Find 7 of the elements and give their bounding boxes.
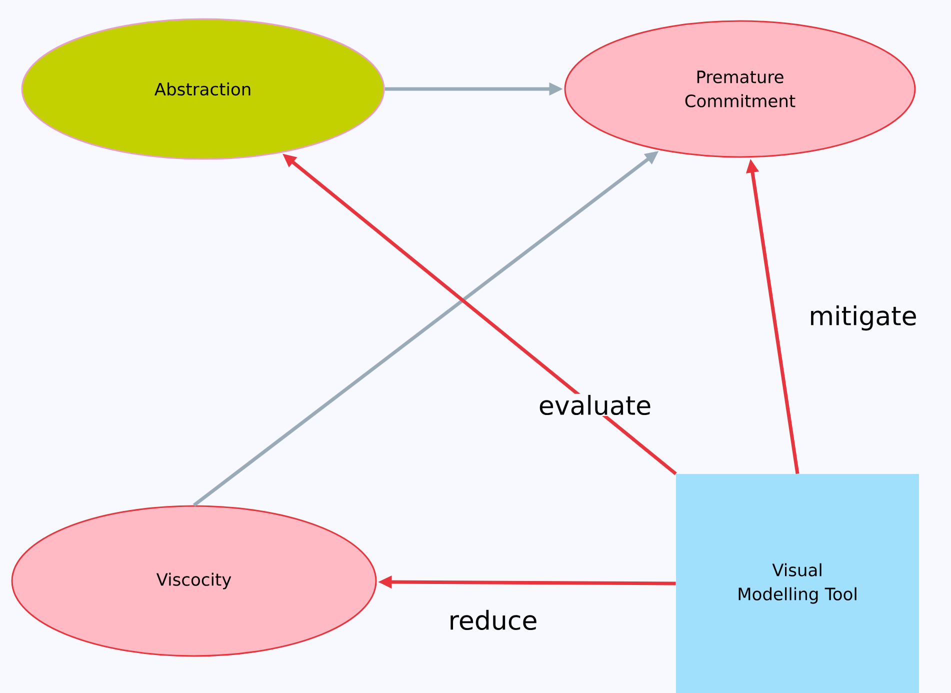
ellipse-node: Premature Commitment — [564, 20, 916, 158]
edge-label: mitigate — [808, 304, 918, 332]
edge-label: evaluate — [537, 394, 653, 416]
edge-label: reduce — [447, 608, 539, 632]
process-box: Visual Modelling Tool — [676, 474, 919, 693]
ellipse-node: Viscocity — [11, 505, 377, 657]
ellipse-node: Abstraction — [21, 18, 385, 160]
